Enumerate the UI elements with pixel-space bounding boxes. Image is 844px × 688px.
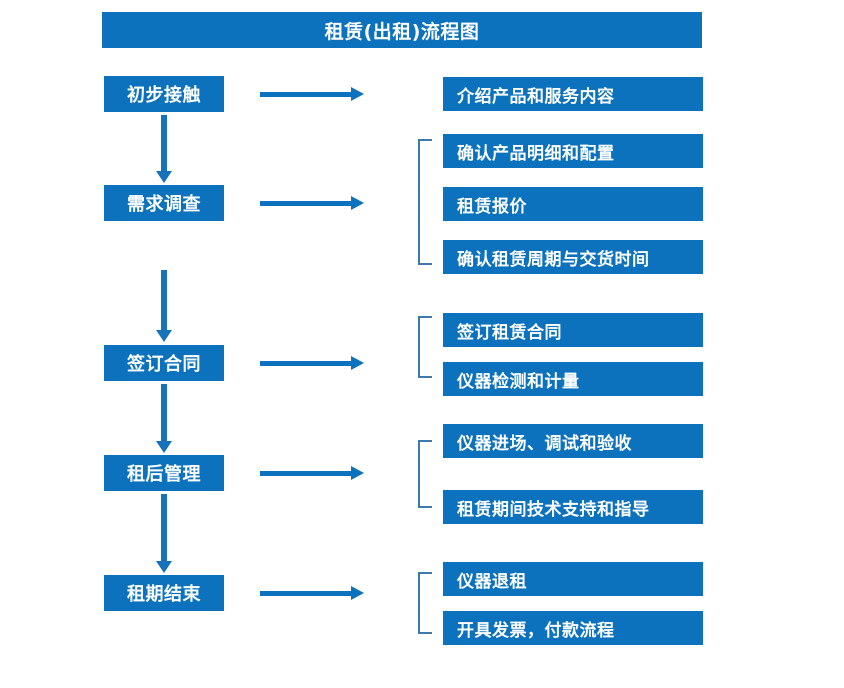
arrow-head <box>351 196 364 210</box>
detail-box-8[interactable]: 租赁期间技术支持和指导 <box>443 490 703 524</box>
arrow-head <box>351 87 364 101</box>
detail-box-7[interactable]: 仪器进场、调试和验收 <box>443 424 703 458</box>
arrow-shaft <box>161 115 167 172</box>
horizontal-arrow-stage5 <box>260 586 364 600</box>
detail-box-6[interactable]: 仪器检测和计量 <box>443 362 703 396</box>
arrow-shaft <box>260 201 352 206</box>
detail-box-3[interactable]: 租赁报价 <box>443 187 703 221</box>
horizontal-arrow-stage3 <box>260 356 364 370</box>
horizontal-arrow-stage4 <box>260 466 364 480</box>
stage-box-5[interactable]: 租期结束 <box>104 575 224 611</box>
bracket-spine <box>418 316 420 378</box>
group-bracket-2 <box>418 139 434 265</box>
arrow-shaft <box>260 471 352 476</box>
horizontal-arrow-stage2 <box>260 196 364 210</box>
detail-box-1[interactable]: 介绍产品和服务内容 <box>443 77 703 111</box>
vertical-arrow-stage2-stage3 <box>156 270 172 342</box>
stage-box-1[interactable]: 初步接触 <box>104 76 224 112</box>
bracket-spine <box>418 139 420 265</box>
arrow-head <box>351 586 364 600</box>
group-bracket-4 <box>418 440 434 508</box>
arrow-head <box>156 441 172 453</box>
bracket-tick-bottom <box>418 376 432 378</box>
chart-title: 租赁(出租)流程图 <box>102 12 702 48</box>
arrow-shaft <box>260 92 352 97</box>
arrow-head <box>156 330 172 342</box>
group-bracket-5 <box>418 572 434 634</box>
bracket-tick-top <box>418 440 432 442</box>
bracket-spine <box>418 572 420 634</box>
arrow-head <box>351 466 364 480</box>
vertical-arrow-stage1-stage2 <box>156 115 172 183</box>
bracket-spine <box>418 440 420 508</box>
arrow-head <box>156 171 172 183</box>
arrow-shaft <box>260 591 352 596</box>
arrow-head <box>351 356 364 370</box>
bracket-tick-bottom <box>418 632 432 634</box>
vertical-arrow-stage4-stage5 <box>156 494 172 573</box>
bracket-tick-top <box>418 316 432 318</box>
detail-box-9[interactable]: 仪器退租 <box>443 562 703 596</box>
group-bracket-3 <box>418 316 434 378</box>
stage-box-3[interactable]: 签订合同 <box>104 345 224 381</box>
stage-box-2[interactable]: 需求调查 <box>104 185 224 221</box>
arrow-shaft <box>260 361 352 366</box>
horizontal-arrow-stage1 <box>260 87 364 101</box>
stage-box-4[interactable]: 租后管理 <box>104 455 224 491</box>
detail-box-5[interactable]: 签订租赁合同 <box>443 313 703 347</box>
arrow-shaft <box>161 384 167 442</box>
arrow-shaft <box>161 270 167 331</box>
detail-box-10[interactable]: 开具发票，付款流程 <box>443 611 703 645</box>
bracket-tick-top <box>418 139 432 141</box>
arrow-shaft <box>161 494 167 562</box>
detail-box-2[interactable]: 确认产品明细和配置 <box>443 134 703 168</box>
detail-box-4[interactable]: 确认租赁周期与交货时间 <box>443 240 703 274</box>
vertical-arrow-stage3-stage4 <box>156 384 172 453</box>
bracket-tick-bottom <box>418 506 432 508</box>
bracket-tick-bottom <box>418 263 432 265</box>
arrow-head <box>156 561 172 573</box>
bracket-tick-top <box>418 572 432 574</box>
